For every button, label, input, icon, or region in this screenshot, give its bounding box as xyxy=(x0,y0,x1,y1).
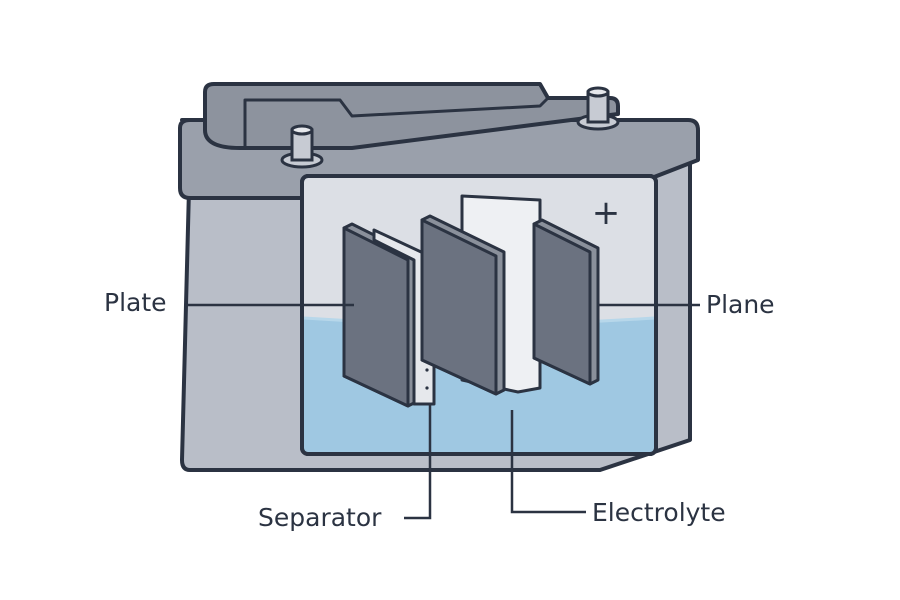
negative-terminal-icon xyxy=(280,124,324,169)
plate-1 xyxy=(342,222,418,408)
plane-label: Plane xyxy=(706,290,775,319)
electrolyte-label: Electrolyte xyxy=(592,498,726,527)
positive-terminal-icon xyxy=(576,86,620,131)
separator-leader xyxy=(404,404,432,520)
plate-2 xyxy=(420,214,506,396)
plus-symbol: + xyxy=(592,193,621,233)
lid-top-ridge xyxy=(243,96,550,148)
plate-label: Plate xyxy=(104,288,167,317)
electrolyte-leader xyxy=(510,410,586,514)
leader-lines xyxy=(186,303,700,520)
plate-3 xyxy=(532,218,600,386)
separator-label: Separator xyxy=(258,503,382,532)
